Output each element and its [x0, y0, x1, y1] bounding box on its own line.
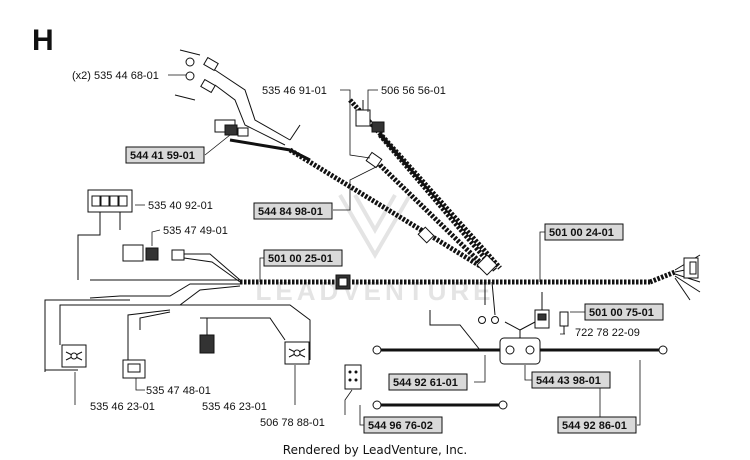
label-501-00-24-01: 501 00 24-01	[549, 227, 614, 239]
diagonal-loom-3	[378, 133, 497, 272]
label-501-00-25-01: 501 00 25-01	[268, 253, 333, 265]
starter-solenoid	[429, 310, 541, 365]
cable-terminal-3	[372, 400, 382, 410]
label-544-96-76-02: 544 96 76-02	[368, 420, 433, 432]
watermark-text: LEADVENTURE	[255, 276, 494, 306]
footer-credit: Rendered by LeadVenture, Inc.	[282, 443, 468, 457]
label-501-00-75-01: 501 00 75-01	[589, 307, 654, 319]
label-535-46-23-01-left: 535 46 23-01	[90, 401, 155, 413]
section-letter: H	[32, 24, 54, 57]
junction-connector	[476, 254, 499, 324]
diagonal-loom-1	[288, 147, 492, 275]
fuse-722-78-22	[559, 311, 569, 334]
harness-right-branch	[649, 269, 676, 285]
callout-box-501-00-24-01	[544, 223, 624, 241]
relay-535-47-48	[122, 359, 146, 379]
label-544-43-98-01: 544 43 98-01	[536, 375, 601, 387]
label-535-47-48-01: 535 47 48-01	[146, 385, 211, 397]
inline-connector	[335, 274, 351, 290]
seat-switch-left	[61, 344, 87, 368]
right-connector	[683, 257, 699, 279]
callout-box-544-41-59-01	[125, 146, 205, 164]
label-544-92-86-01: 544 92 86-01	[562, 420, 627, 432]
battery-terminal-strip	[344, 364, 362, 390]
callout-box-544-92-61-01	[388, 373, 468, 391]
label-506-56-56-01: 506 56 56-01	[381, 85, 446, 97]
callout-box-501-00-25-01	[263, 249, 343, 267]
label-722-78-22-09: 722 78 22-09	[575, 327, 640, 339]
label-544-41-59-01: 544 41 59-01	[130, 150, 195, 162]
leader-right-cable	[637, 360, 641, 426]
switch-loop-left	[44, 299, 130, 372]
harness-left-wires	[89, 279, 241, 306]
label-544-92-61-01: 544 92 61-01	[393, 377, 458, 389]
callout-box-544-43-98-01	[531, 371, 611, 389]
center-relay	[199, 318, 215, 354]
label-535-40-92-01: 535 40 92-01	[148, 200, 213, 212]
callout-box-544-84-98-01	[253, 202, 333, 220]
fuse-holder	[534, 292, 550, 329]
multi-pin-connector	[122, 244, 241, 283]
leader-lines	[74, 74, 601, 426]
label-535-47-49-01: 535 47 49-01	[163, 225, 228, 237]
cable-terminal-2	[658, 345, 668, 355]
callout-box-501-00-75-01	[584, 303, 664, 321]
label-506-78-88-01: 506 78 88-01	[260, 417, 325, 429]
plug-connector-top	[214, 119, 249, 137]
label-535-44-68-01: (x2) 535 44 68-01	[72, 70, 159, 82]
cable-terminal-1	[372, 345, 382, 355]
upper-harness-wires	[214, 69, 301, 146]
switch-loop-middle	[127, 304, 311, 360]
diagonal-loom-2	[378, 163, 492, 274]
callout-box-544-96-76-02	[363, 416, 443, 434]
upper-harness-main	[229, 138, 311, 162]
label-535-46-23-01-right: 535 46 23-01	[202, 401, 267, 413]
callout-box-544-92-86-01	[557, 416, 637, 434]
seat-switch-right	[284, 341, 310, 365]
hour-meter	[77, 189, 133, 280]
cable-terminal-4	[498, 400, 508, 410]
top-left-terminals	[174, 49, 219, 101]
label-535-46-91-01: 535 46 91-01	[262, 85, 327, 97]
relay-connector-top	[355, 100, 435, 244]
label-544-84-98-01: 544 84 98-01	[258, 206, 323, 218]
